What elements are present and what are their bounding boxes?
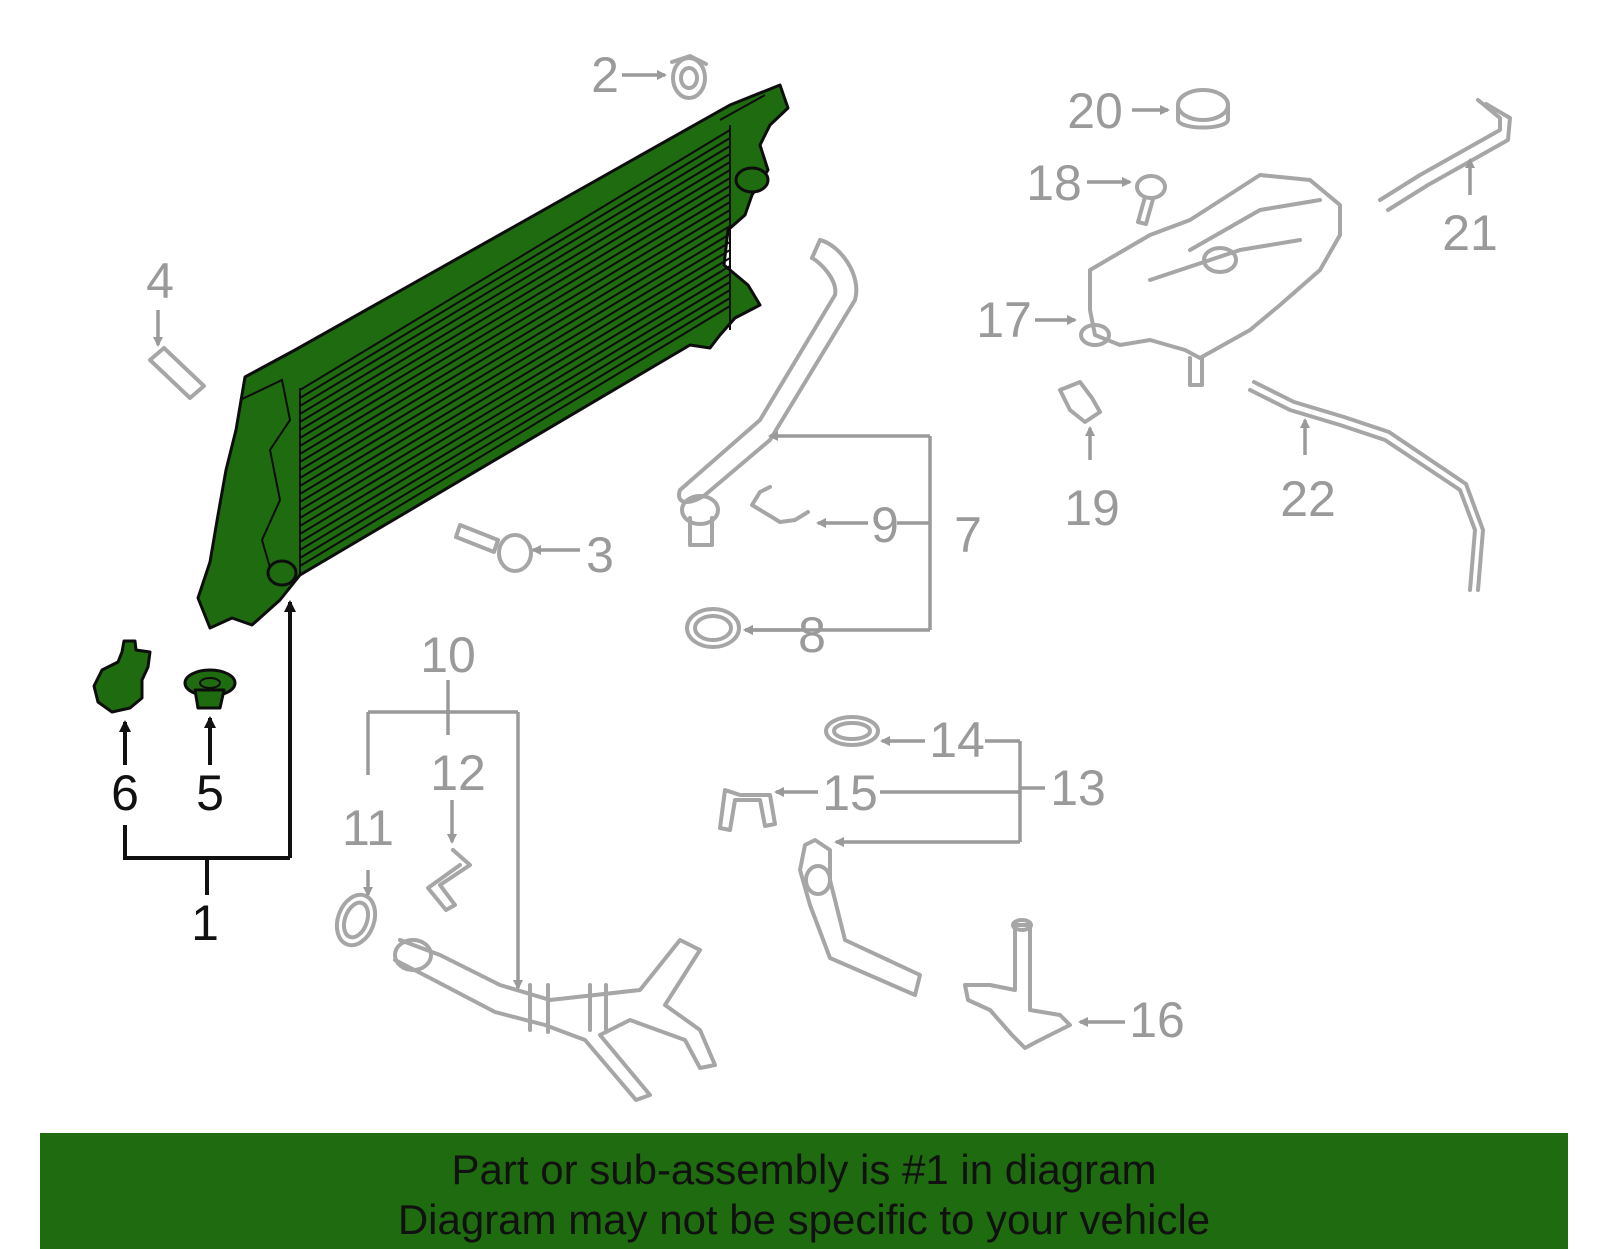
drain-valve-part[interactable] [92, 639, 152, 714]
heater-o-ring-part[interactable] [824, 715, 880, 747]
upper-hose-part[interactable] [677, 238, 859, 547]
reservoir-bolt-part[interactable] [1135, 174, 1167, 226]
banner-line-1: Part or sub-assembly is #1 in diagram [451, 1146, 1157, 1193]
callout-9: 9 [871, 497, 899, 553]
callout-16: 16 [1129, 992, 1185, 1048]
info-banner: Part or sub-assembly is #1 in diagram Di… [40, 1133, 1568, 1249]
callout-11: 11 [342, 800, 394, 856]
heater-clip-part[interactable] [718, 788, 777, 832]
callout-12: 12 [430, 745, 486, 801]
callout-15: 15 [822, 765, 878, 821]
callout-10: 10 [420, 627, 476, 683]
reservoir-cap-part[interactable] [1176, 88, 1230, 130]
hose-clamp-part[interactable] [750, 485, 810, 524]
grommet-part[interactable] [183, 668, 237, 710]
o-ring-part[interactable] [685, 607, 741, 649]
callout-labels: 1 2 3 4 5 6 7 8 9 10 11 12 13 14 15 16 1… [111, 47, 1498, 1048]
banner-line-2: Diagram may not be specific to your vehi… [397, 1196, 1211, 1243]
bolt-part[interactable] [454, 523, 533, 573]
callout-1: 1 [191, 895, 219, 951]
overflow-hose-part[interactable] [1378, 98, 1512, 212]
hose-clip-part[interactable] [426, 848, 472, 912]
callout-6: 6 [111, 765, 139, 821]
leader-lines [119, 70, 1475, 1027]
heater-hose-part[interactable] [798, 838, 922, 997]
vent-hose-part[interactable] [1248, 380, 1485, 592]
callout-20: 20 [1067, 83, 1123, 139]
reservoir-bracket-part[interactable] [1058, 380, 1102, 424]
banner-background [40, 1133, 1568, 1249]
coolant-reservoir-part[interactable] [1079, 173, 1342, 387]
pin-part[interactable] [148, 346, 206, 400]
bushing-part[interactable] [670, 54, 708, 100]
callout-4: 4 [146, 253, 174, 309]
lower-hose-part[interactable] [393, 938, 717, 1102]
callout-5: 5 [196, 765, 224, 821]
callout-2: 2 [591, 47, 619, 103]
callout-13: 13 [1050, 760, 1106, 816]
coolant-fitting-part[interactable] [963, 918, 1072, 1050]
callout-7: 7 [954, 507, 982, 563]
callout-19: 19 [1064, 480, 1120, 536]
callout-3: 3 [586, 527, 614, 583]
callout-17: 17 [976, 292, 1032, 348]
callout-14: 14 [929, 712, 985, 768]
callout-22: 22 [1280, 471, 1336, 527]
callout-8: 8 [798, 607, 826, 663]
callout-18: 18 [1026, 155, 1082, 211]
callout-21: 21 [1442, 205, 1498, 261]
radiator-part[interactable] [196, 83, 790, 630]
small-o-ring-part[interactable] [330, 889, 382, 950]
